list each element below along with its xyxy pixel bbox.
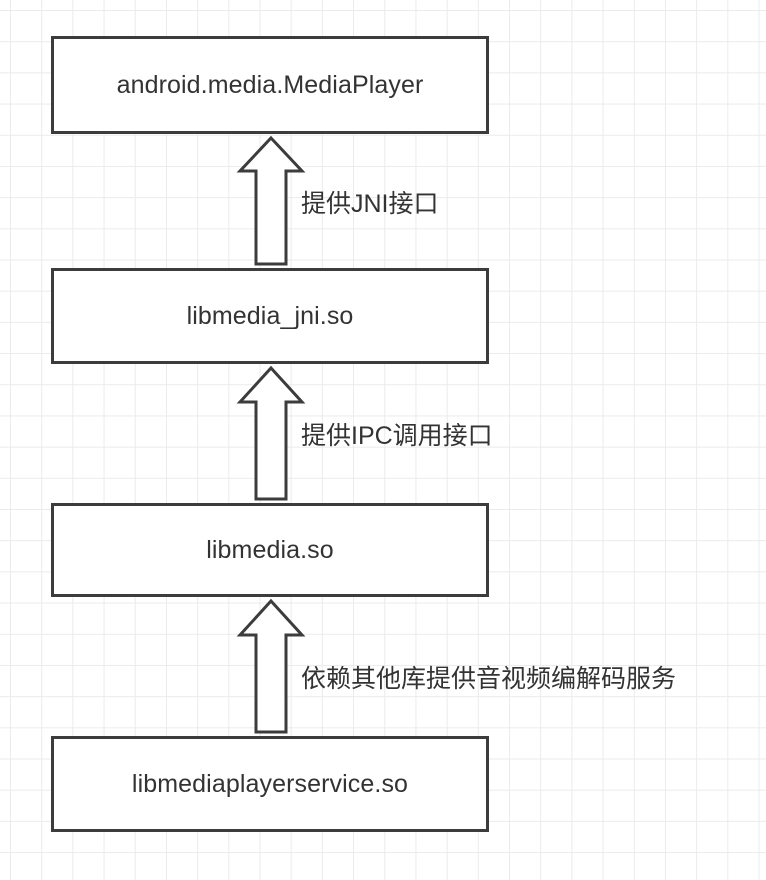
node-box-libmediaplayerservice-so[interactable]: libmediaplayerservice.so bbox=[51, 736, 489, 832]
node-box-libmedia-jni-so[interactable]: libmedia_jni.so bbox=[51, 268, 489, 364]
node-box-android-media-mediaplayer[interactable]: android.media.MediaPlayer bbox=[51, 36, 489, 134]
block-arrow-icon bbox=[236, 135, 306, 266]
arrow-up-jni[interactable] bbox=[236, 134, 306, 268]
block-arrow-icon bbox=[236, 598, 306, 734]
edge-label-codec: 依赖其他库提供音视频编解码服务 bbox=[301, 665, 677, 693]
node-label: libmediaplayerservice.so bbox=[131, 769, 409, 798]
node-label: android.media.MediaPlayer bbox=[116, 70, 424, 99]
edge-label-ipc: 提供IPC调用接口 bbox=[301, 422, 493, 450]
block-arrow-icon bbox=[236, 365, 306, 501]
node-box-libmedia-so[interactable]: libmedia.so bbox=[51, 503, 489, 597]
arrow-up-codec[interactable] bbox=[236, 597, 306, 736]
edge-label-jni: 提供JNI接口 bbox=[301, 190, 439, 218]
arrow-up-ipc[interactable] bbox=[236, 364, 306, 503]
node-label: libmedia_jni.so bbox=[186, 301, 354, 330]
node-label: libmedia.so bbox=[206, 535, 334, 564]
